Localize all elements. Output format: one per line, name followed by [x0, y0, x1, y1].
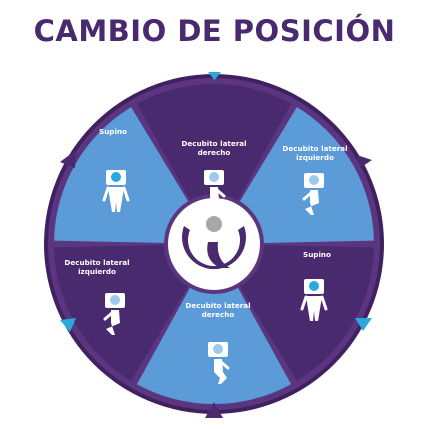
center-body-icon — [207, 242, 230, 268]
body-supine-icon — [108, 187, 124, 212]
rotation-person-icon — [181, 226, 246, 270]
arrow-left-upper-icon — [60, 150, 76, 168]
segment-label: Decubito lateral — [282, 144, 347, 153]
arrow-right-upper-icon — [357, 155, 372, 168]
segment-wedge — [136, 84, 292, 201]
head-icon — [213, 344, 223, 354]
segment-label: Decubito lateral — [181, 139, 246, 148]
head-icon — [309, 175, 319, 185]
segment-wedge — [239, 245, 374, 381]
segment-label: Supino — [99, 127, 127, 136]
segment-label: Supino — [303, 250, 331, 259]
body-supine-icon — [306, 296, 322, 321]
head-icon — [110, 295, 120, 305]
page-title: CAMBIO DE POSICIÓN — [33, 14, 396, 48]
segment-upper-left: Supino — [54, 107, 189, 243]
segment-label: izquierdo — [78, 267, 116, 276]
center-head-icon — [206, 216, 222, 232]
segment-label: derecho — [202, 310, 235, 319]
body-side-icon — [305, 190, 319, 215]
segment-label: Decubito lateral — [64, 258, 129, 267]
body-side-icon — [214, 359, 227, 384]
arrow-top-icon — [208, 72, 221, 80]
head-icon — [111, 172, 121, 182]
body-side-icon — [106, 310, 120, 335]
head-icon — [309, 281, 319, 291]
segment-lower-right: Supino — [239, 245, 374, 381]
segment-label: Decubito lateral — [185, 301, 250, 310]
segment-label: izquierdo — [296, 153, 334, 162]
arrows-layer — [60, 72, 372, 418]
arrow-left-lower-icon — [60, 318, 76, 332]
segment-wedge — [54, 245, 189, 381]
arrow-bottom-icon — [205, 402, 223, 418]
head-icon — [209, 172, 219, 182]
segment-label: derecho — [198, 148, 231, 157]
arrow-right-lower-icon — [355, 318, 372, 331]
center-hub — [168, 198, 260, 290]
